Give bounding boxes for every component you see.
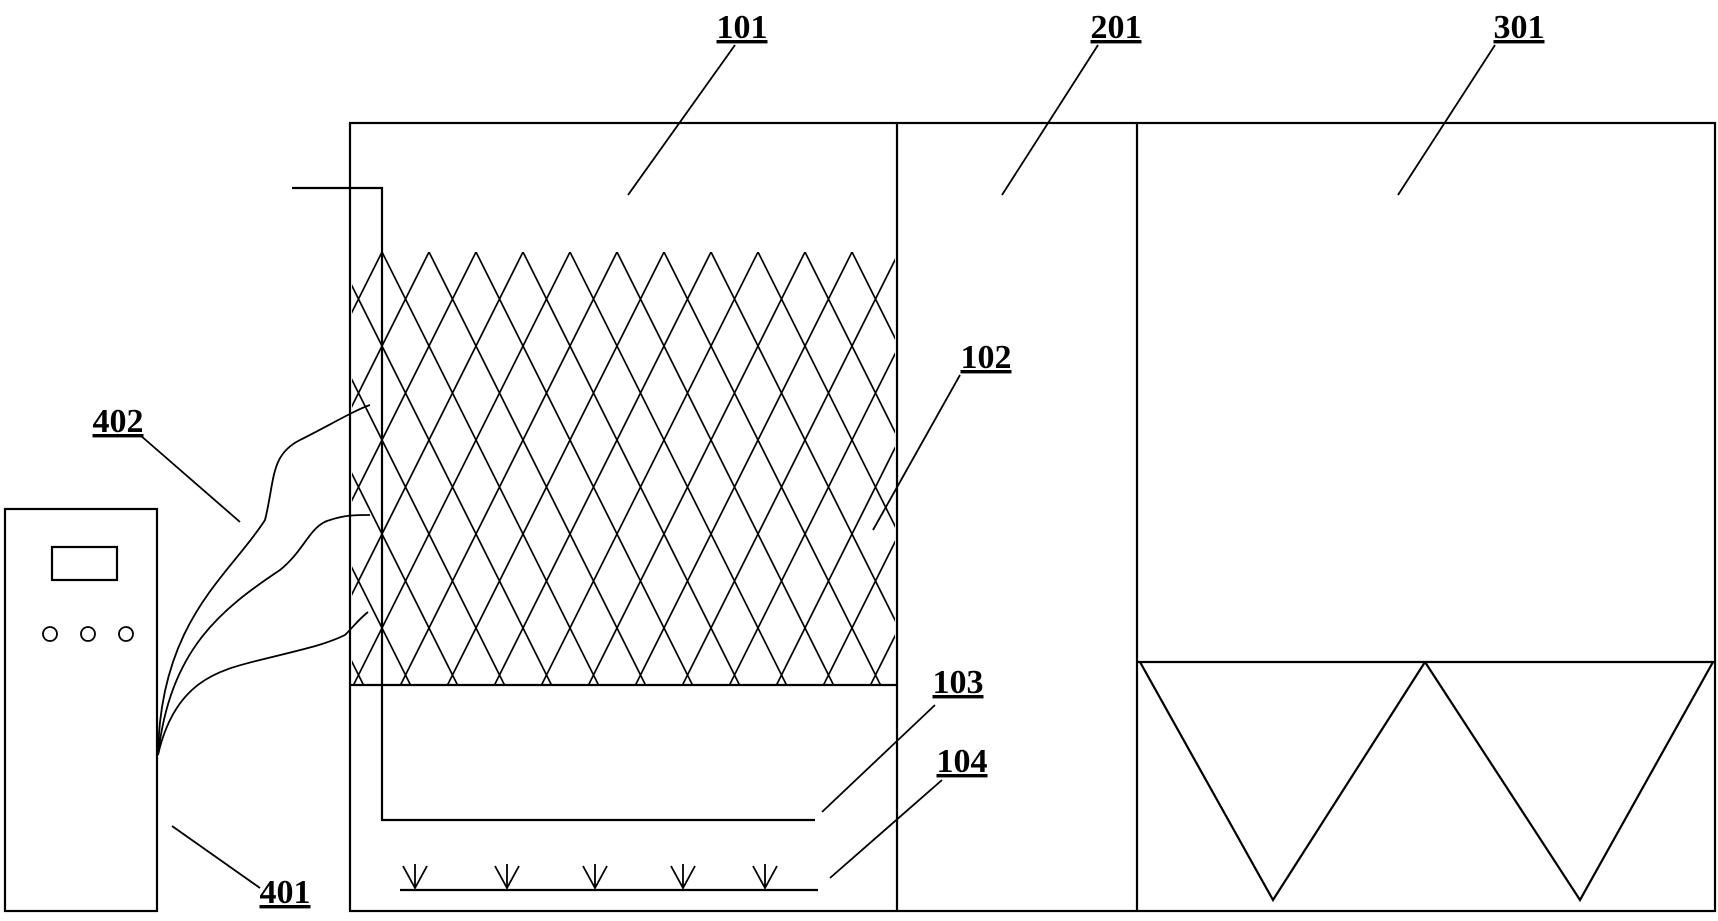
mesh-strand: [522, 252, 741, 685]
mesh-strand: [352, 284, 553, 685]
pipe-103: [292, 186, 815, 822]
mesh-strand: [822, 540, 895, 685]
mesh-strand: [352, 252, 571, 685]
mesh-strand: [804, 252, 895, 434]
mesh-strand: [352, 472, 459, 685]
label-103: 103: [933, 664, 984, 701]
label-104: 104: [937, 743, 988, 780]
mesh-strand: [475, 252, 694, 685]
leader-201: [1001, 44, 1099, 196]
mesh-strand: [399, 252, 618, 685]
mesh-strand: [352, 378, 506, 685]
mesh-strand: [587, 252, 806, 685]
mesh-strand: [428, 252, 647, 685]
mesh-strand: [775, 446, 895, 685]
mesh-strand: [100, 252, 317, 685]
mesh-strand: [993, 252, 1210, 685]
mesh-strand: [381, 252, 600, 685]
mesh-strand: [0, 252, 100, 685]
mesh-strand: [918, 252, 1135, 685]
mesh-strand: [965, 252, 1182, 685]
control-box-display: [50, 545, 119, 582]
mesh-strand: [946, 252, 1163, 685]
mesh-strand: [0, 252, 194, 685]
mesh-strand: [352, 252, 477, 502]
leader-401: [171, 825, 261, 889]
mesh-strand: [25, 252, 242, 685]
hopper-left: [1139, 661, 1426, 903]
leader-103: [821, 704, 936, 813]
label-201: 201: [1091, 9, 1142, 46]
mesh-strand: [569, 252, 788, 685]
control-button-2: [80, 626, 96, 642]
mesh-strand: [352, 566, 412, 685]
mesh-strand: [1087, 252, 1304, 685]
mesh-strand: [119, 252, 336, 685]
leader-102: [872, 374, 961, 531]
tank-outline: [348, 121, 1717, 913]
control-button-3: [118, 626, 134, 642]
mesh-packing: [0, 252, 1398, 685]
mesh-strand: [851, 252, 895, 340]
control-button-1: [42, 626, 58, 642]
leader-101: [627, 44, 736, 196]
mesh-strand: [634, 252, 853, 685]
mesh-strand: [869, 634, 895, 685]
label-301: 301: [1494, 9, 1545, 46]
mesh-strand: [616, 252, 835, 685]
mesh-strand: [1181, 252, 1398, 685]
wire-2: [157, 514, 371, 756]
mesh-strand: [757, 252, 895, 528]
control-box: [3, 507, 159, 913]
aerator-nozzles: [402, 864, 778, 890]
mesh-strand: [0, 252, 147, 685]
mesh-strand: [710, 252, 895, 622]
mesh-strand: [493, 252, 712, 685]
mesh-strand: [681, 258, 895, 685]
label-101: 101: [717, 9, 768, 46]
mesh-strand: [1134, 252, 1351, 685]
hopper-right: [1424, 661, 1714, 903]
wire-1: [157, 404, 371, 756]
mesh-strand: [446, 252, 665, 685]
label-401: 401: [260, 874, 311, 911]
leader-402: [139, 434, 241, 523]
mesh-strand: [728, 352, 895, 685]
label-102: 102: [961, 339, 1012, 376]
mesh-strand: [540, 252, 759, 685]
mesh-strand: [663, 252, 882, 685]
mesh-strand: [899, 252, 1116, 685]
mesh-strand: [352, 252, 430, 408]
leader-104: [829, 779, 943, 879]
mesh-strand: [352, 252, 524, 596]
label-402: 402: [93, 403, 144, 440]
wire-3: [157, 611, 369, 756]
mesh-strand: [1040, 252, 1257, 685]
leader-301: [1397, 44, 1496, 196]
